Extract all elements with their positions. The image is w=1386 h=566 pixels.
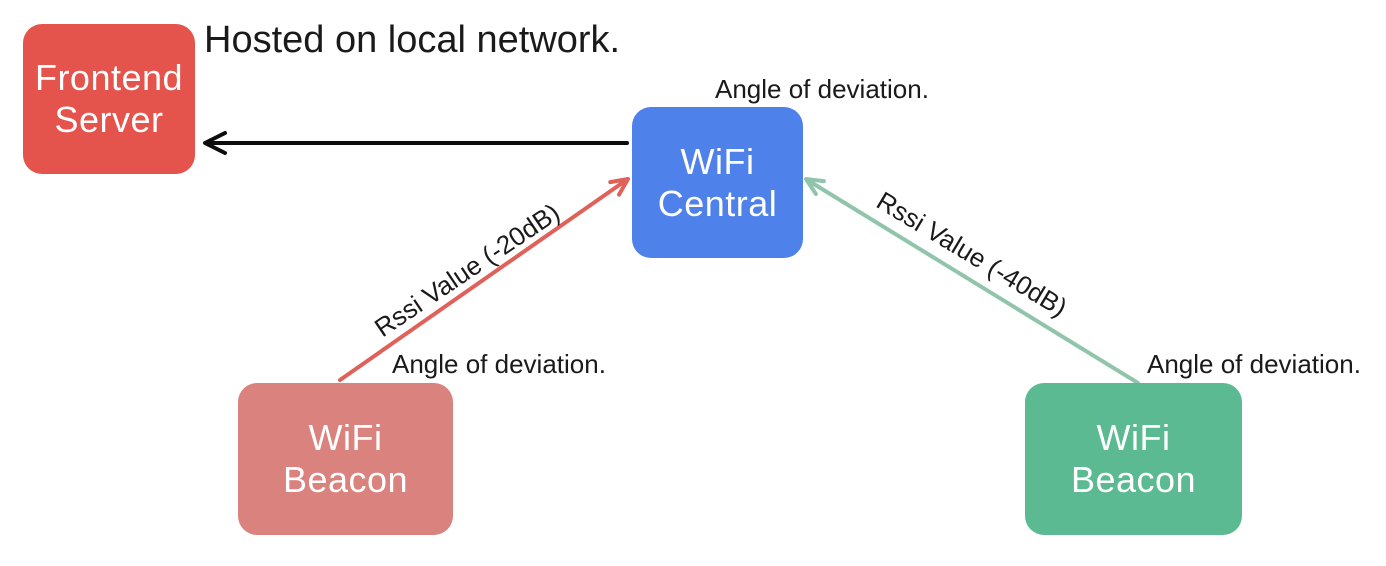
- arrow-rssi-left-head: [608, 177, 630, 197]
- node-frontend-server: Frontend Server: [23, 24, 195, 174]
- node-wifi-beacon-left-label: WiFi Beacon: [282, 417, 409, 500]
- arrow-rssi-right-head: [804, 177, 826, 196]
- arrow-central-to-frontend: [203, 131, 629, 155]
- node-wifi-central-label: WiFi Central: [657, 140, 778, 224]
- note-hosted-on-local-network: Hosted on local network.: [204, 19, 621, 61]
- edge-label-rssi-right: Rssi Value (-40dB): [871, 185, 1073, 323]
- arrow-rssi-right-line: [807, 179, 1140, 385]
- node-wifi-beacon-right: WiFi Beacon: [1025, 383, 1242, 535]
- note-angle-of-deviation-central: Angle of deviation.: [715, 74, 929, 104]
- note-angle-of-deviation-right: Angle of deviation.: [1147, 349, 1361, 379]
- edge-label-rssi-left: Rssi Value (-20dB): [368, 197, 566, 343]
- node-frontend-server-label: Frontend Server: [34, 57, 184, 140]
- node-wifi-beacon-right-label: WiFi Beacon: [1070, 417, 1197, 500]
- node-wifi-central: WiFi Central: [632, 107, 803, 258]
- arrow-rssi-right: [804, 177, 1140, 385]
- node-wifi-beacon-left: WiFi Beacon: [238, 383, 453, 535]
- arrow-central-to-frontend-head: [203, 131, 227, 155]
- note-angle-of-deviation-left: Angle of deviation.: [392, 349, 606, 379]
